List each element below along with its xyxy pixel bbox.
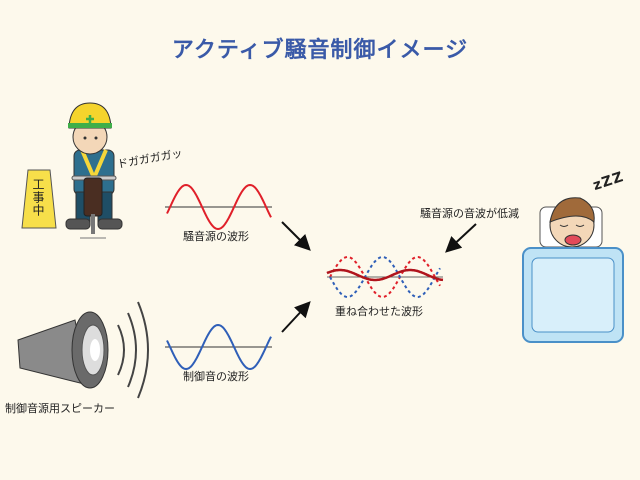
speaker-label: 制御音源用スピーカー <box>5 402 115 415</box>
sound-effect-text: ドガガガガッ <box>116 147 183 171</box>
control-wave <box>165 323 272 371</box>
control-wave-label: 制御音の波形 <box>183 370 249 383</box>
arrow-combined-to-sleeper <box>445 223 477 253</box>
combined-wave-label: 重ね合わせた波形 <box>335 305 423 318</box>
diagram-title: アクティブ騒音制御イメージ <box>171 37 469 63</box>
noise-wave <box>165 183 272 231</box>
speaker-icon <box>17 301 149 399</box>
construction-worker-icon <box>65 102 123 239</box>
sleeping-person-icon <box>522 197 624 343</box>
combined-wave <box>326 256 444 298</box>
construction-sign-text: 工事中 <box>31 178 45 217</box>
arrow-noise-to-combined <box>281 221 311 251</box>
construction-sign-icon <box>21 169 57 229</box>
arrow-control-to-combined <box>281 301 311 333</box>
reduced-label: 騒音源の音波が低減 <box>420 207 519 220</box>
noise-wave-label: 騒音源の波形 <box>183 230 249 243</box>
